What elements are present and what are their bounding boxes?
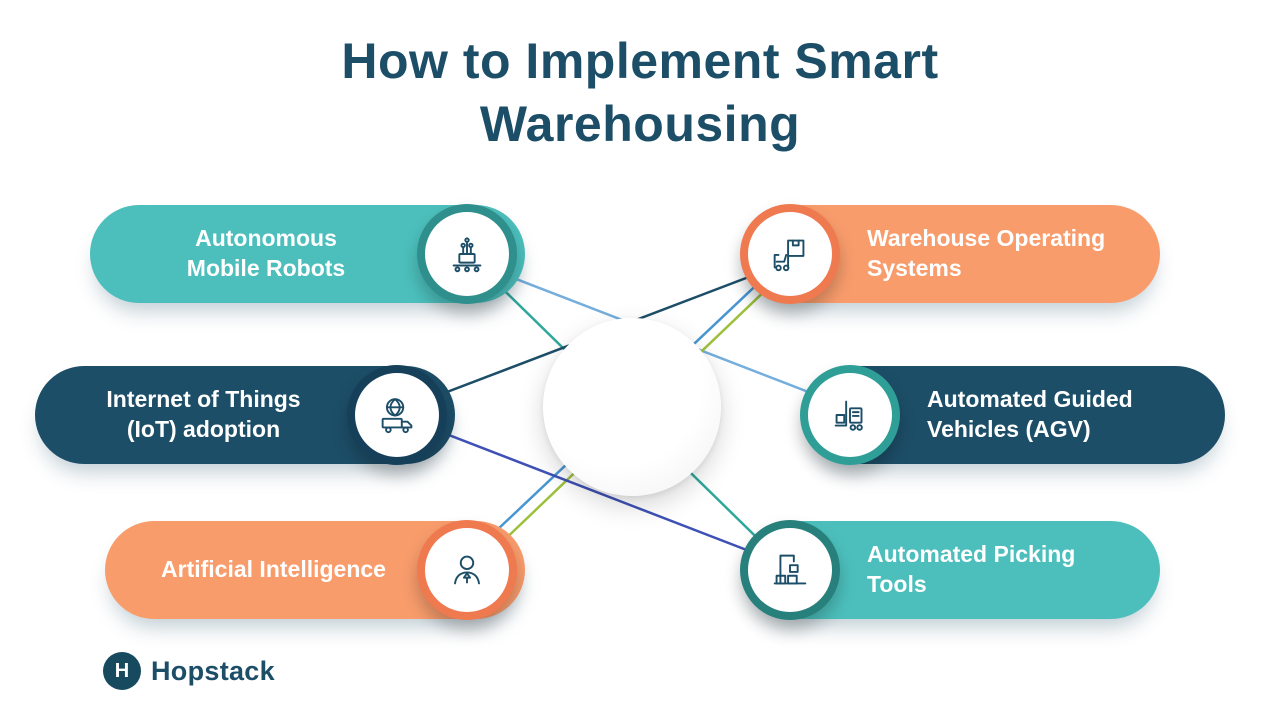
page-title: How to Implement Smart Warehousing [0, 30, 1280, 155]
page-title-line-2: Warehousing [479, 95, 801, 152]
connector-apt-iot [409, 418, 789, 568]
center-hub-circle [543, 318, 721, 496]
hopstack-logo-name: Hopstack [151, 655, 275, 686]
item-automated-guided-vehicles: Automated Guided Vehicles (AGV) [800, 365, 1225, 465]
item-label: Warehouse Operating Systems [867, 225, 1106, 281]
item-label: Automated Guided Vehicles (AGV) [927, 386, 1133, 442]
item-automated-picking-tools: Automated Picking Tools [740, 520, 1160, 620]
item-label: Autonomous Mobile Robots [186, 225, 346, 281]
item-label: Automated Picking Tools [867, 541, 1076, 597]
hopstack-logo: H Hopstack [103, 652, 275, 690]
agv-forklift-icon [800, 365, 900, 465]
hopstack-logo-mark: H [103, 652, 141, 690]
item-autonomous-mobile-robots: Autonomous Mobile Robots [90, 204, 525, 304]
warehouse-forklift-icon [740, 204, 840, 304]
item-label: Internet of Things (IoT) adoption [106, 386, 301, 442]
ai-person-icon [417, 520, 517, 620]
mobile-robot-icon [417, 204, 517, 304]
item-label: Artificial Intelligence [161, 556, 386, 583]
iot-truck-globe-icon [347, 365, 447, 465]
picking-crane-icon [740, 520, 840, 620]
page-title-line-1: How to Implement Smart [341, 33, 939, 89]
item-artificial-intelligence: Artificial Intelligence [105, 520, 525, 620]
item-internet-of-things: Internet of Things (IoT) adoption [35, 365, 455, 465]
item-warehouse-operating-systems: Warehouse Operating Systems [740, 204, 1160, 304]
